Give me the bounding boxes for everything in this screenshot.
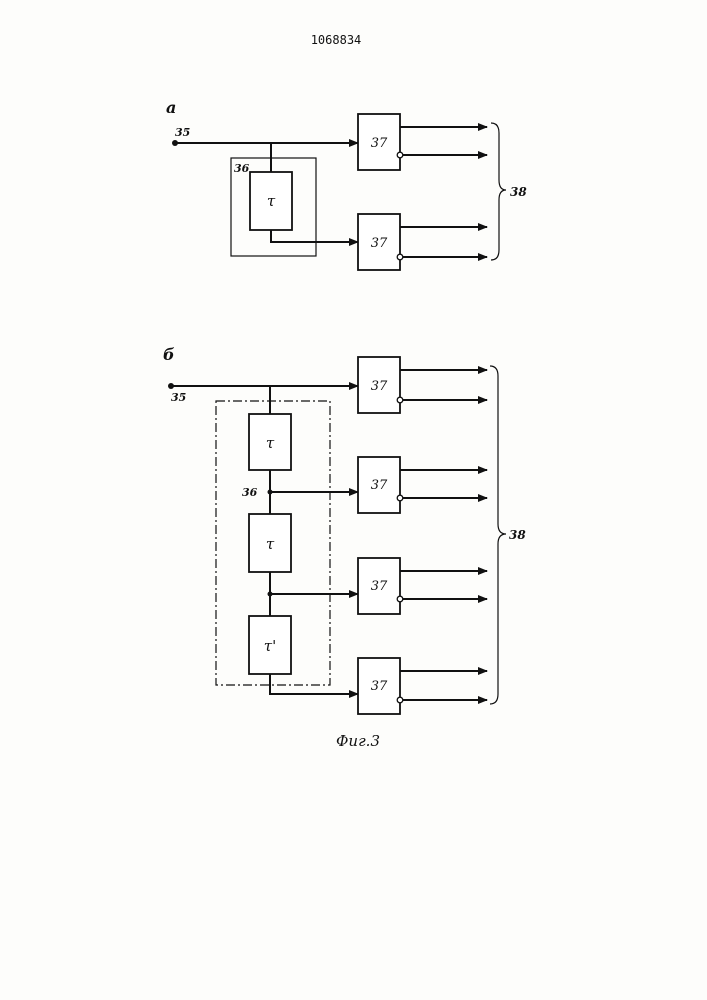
fig-a-block-37-1-label: 37	[371, 136, 388, 151]
fig-b-tap-4	[270, 674, 358, 694]
fig-b-output-label: 38	[509, 528, 526, 542]
fig-b-delay-label-1: τ	[266, 434, 275, 452]
fig-a-group-label: 36	[234, 162, 250, 175]
fig-b-input-label: 35	[171, 391, 186, 404]
fig-b-brace	[490, 366, 506, 704]
fig-b-label: б	[163, 345, 175, 364]
fig-b-block-37-4-label: 37	[371, 679, 388, 694]
figure-caption: Фиг.3	[336, 732, 380, 750]
fig-a-delay-output-line	[271, 230, 358, 242]
page-number: 1068834	[311, 33, 362, 47]
fig-a-input-label: 35	[175, 126, 190, 139]
figure-b: б 35 36 τ τ τ' 37 37 37 37	[163, 345, 526, 714]
fig-b-group-label: 36	[242, 486, 258, 499]
fig-a-brace	[491, 123, 506, 260]
fig-b-block-37-1-label: 37	[371, 379, 388, 394]
fig-b-block-37-3-label: 37	[371, 579, 388, 594]
figure-a: a 35 36 τ 37 37 38	[166, 98, 527, 270]
fig-b-block-37-2-label: 37	[371, 478, 388, 493]
fig-a-label: a	[166, 98, 176, 117]
fig-a-output-label: 38	[510, 185, 527, 199]
fig-b-delay-label-3: τ'	[264, 637, 276, 655]
fig-a-block-37-2-label: 37	[371, 236, 388, 251]
fig-a-delay-label: τ	[267, 192, 276, 210]
fig-b-delay-label-2: τ	[266, 535, 275, 553]
